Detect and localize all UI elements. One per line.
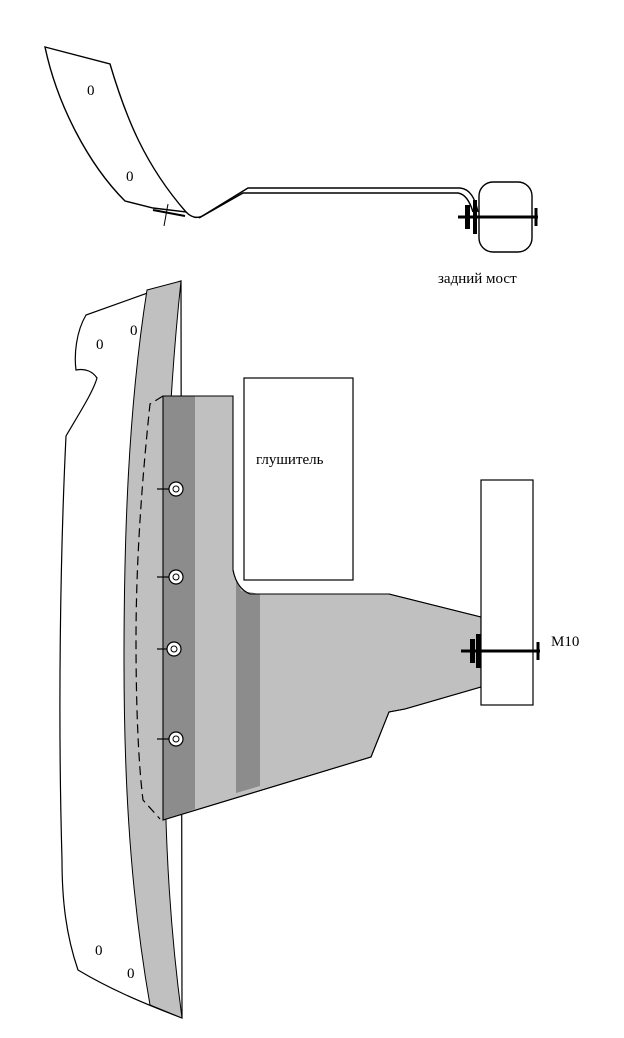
mudflap-side-profile [44, 46, 188, 213]
clamp-line [152, 209, 186, 217]
side-view: 0 0 задний мост [44, 46, 538, 287]
bolt-washer-side [473, 200, 477, 234]
rear-axle-top [480, 479, 534, 706]
muffler-box [243, 377, 354, 581]
fastener-loop-4 [157, 731, 184, 747]
bracket-dark-band-middle [236, 580, 260, 793]
fastener-loop-3 [157, 641, 182, 657]
muffler-label: глушитель [256, 452, 324, 468]
hole-mark-top-1: 0 [130, 323, 138, 339]
bracket-dark-band-left [163, 396, 195, 820]
fastener-loop-2 [157, 569, 184, 585]
bracket-side-profile-inner [198, 192, 474, 219]
top-view: 0 0 0 0 [59, 280, 579, 1019]
hole-mark-top-4: 0 [127, 966, 135, 982]
hole-mark-side-1: 0 [87, 83, 95, 99]
bolt-head-side [465, 205, 470, 229]
bolt-head-top [470, 639, 475, 663]
bracket-plate-outline [162, 395, 482, 821]
bolt-washer-top [476, 634, 481, 668]
hole-mark-side-2: 0 [126, 169, 134, 185]
bracket-side-profile [185, 187, 479, 219]
fastener-loop-1 [157, 481, 184, 497]
bolt-label: M10 [551, 634, 579, 650]
flap-dashed-line [135, 395, 164, 820]
rear-axle-label: задний мост [438, 271, 517, 287]
clamp-tick [163, 203, 169, 227]
hole-mark-top-2: 0 [96, 337, 104, 353]
hole-mark-top-3: 0 [95, 943, 103, 959]
